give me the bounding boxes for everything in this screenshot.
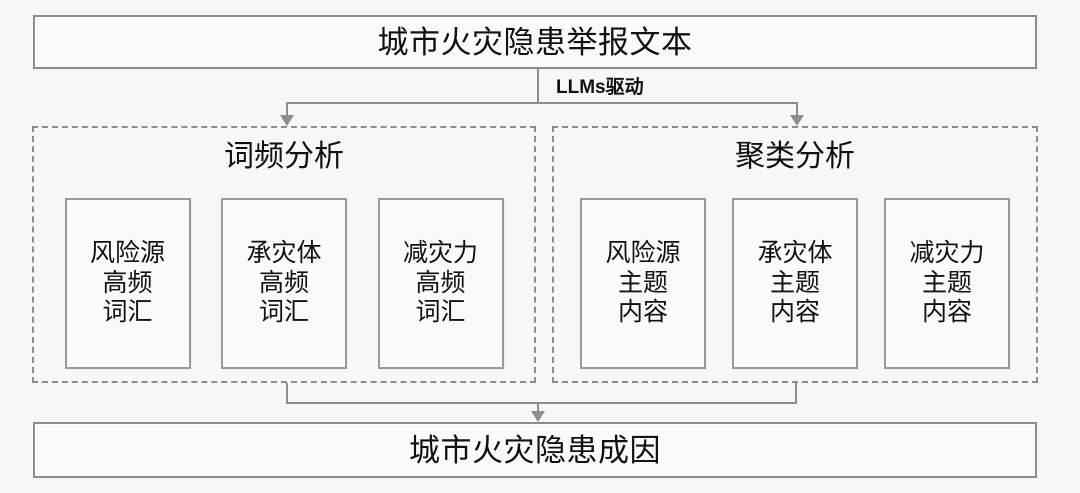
- leaf-box-disaster-mitigation-high-freq-words: 减灾力 高频 词汇: [377, 198, 504, 369]
- leaf-label-disaster-mitigation-topic-content: 减灾力 主题 内容: [909, 239, 985, 327]
- arrowhead-to-cluster-panel: [790, 115, 804, 126]
- leaf-box-hazard-bearing-body-topic-content: 承灾体 主题 内容: [732, 198, 858, 369]
- leaf-label-risk-source-high-freq-words: 风险源 高频 词汇: [89, 239, 165, 327]
- edge-label-llms: LLMs驱动: [556, 77, 644, 98]
- leaf-box-risk-source-topic-content: 风险源 主题 内容: [580, 198, 706, 369]
- connector-merge-stem: [537, 402, 539, 415]
- panel-word-frequency-analysis: 词频分析 风险源 高频 词汇 承灾体 高频 词汇 减灾力 高频 词汇: [32, 126, 536, 383]
- top-node-label: 城市火灾隐患举报文本: [377, 24, 693, 60]
- leaf-box-disaster-mitigation-topic-content: 减灾力 主题 内容: [884, 198, 1010, 369]
- connector-merge-bar: [286, 402, 797, 404]
- connector-merge-right-drop: [795, 383, 797, 404]
- leaf-label-risk-source-topic-content: 风险源 主题 内容: [605, 239, 681, 327]
- connector-fanout-bar: [286, 102, 797, 104]
- connector-merge-left-drop: [286, 383, 288, 404]
- leaf-row-cluster: 风险源 主题 内容 承灾体 主题 内容 减灾力 主题 内容: [554, 198, 1036, 370]
- arrowhead-to-word-frequency-panel: [280, 115, 294, 126]
- panel-cluster-analysis: 聚类分析 风险源 主题 内容 承灾体 主题 内容 减灾力 主题 内容: [552, 126, 1038, 383]
- top-node-box: 城市火灾隐患举报文本: [33, 15, 1037, 69]
- connector-fanout-right-drop: [796, 102, 798, 119]
- leaf-box-risk-source-high-freq-words: 风险源 高频 词汇: [64, 198, 191, 369]
- panel-title-cluster-analysis: 聚类分析: [735, 140, 855, 173]
- leaf-row-word-frequency: 风险源 高频 词汇 承灾体 高频 词汇 减灾力 高频 词汇: [34, 198, 534, 370]
- leaf-box-hazard-bearing-body-high-freq-words: 承灾体 高频 词汇: [221, 198, 347, 369]
- connector-fanout-left-drop: [286, 102, 288, 119]
- leaf-label-hazard-bearing-body-high-freq-words: 承灾体 高频 词汇: [246, 239, 322, 327]
- leaf-label-hazard-bearing-body-topic-content: 承灾体 主题 内容: [757, 239, 833, 327]
- leaf-label-disaster-mitigation-high-freq-words: 减灾力 高频 词汇: [402, 239, 478, 327]
- panel-title-word-frequency-analysis: 词频分析: [224, 140, 344, 173]
- connector-top-stem: [537, 69, 539, 104]
- arrowhead-to-bottom-node: [531, 411, 545, 422]
- bottom-node-box: 城市火灾隐患成因: [33, 422, 1037, 478]
- bottom-node-label: 城市火灾隐患成因: [409, 432, 661, 468]
